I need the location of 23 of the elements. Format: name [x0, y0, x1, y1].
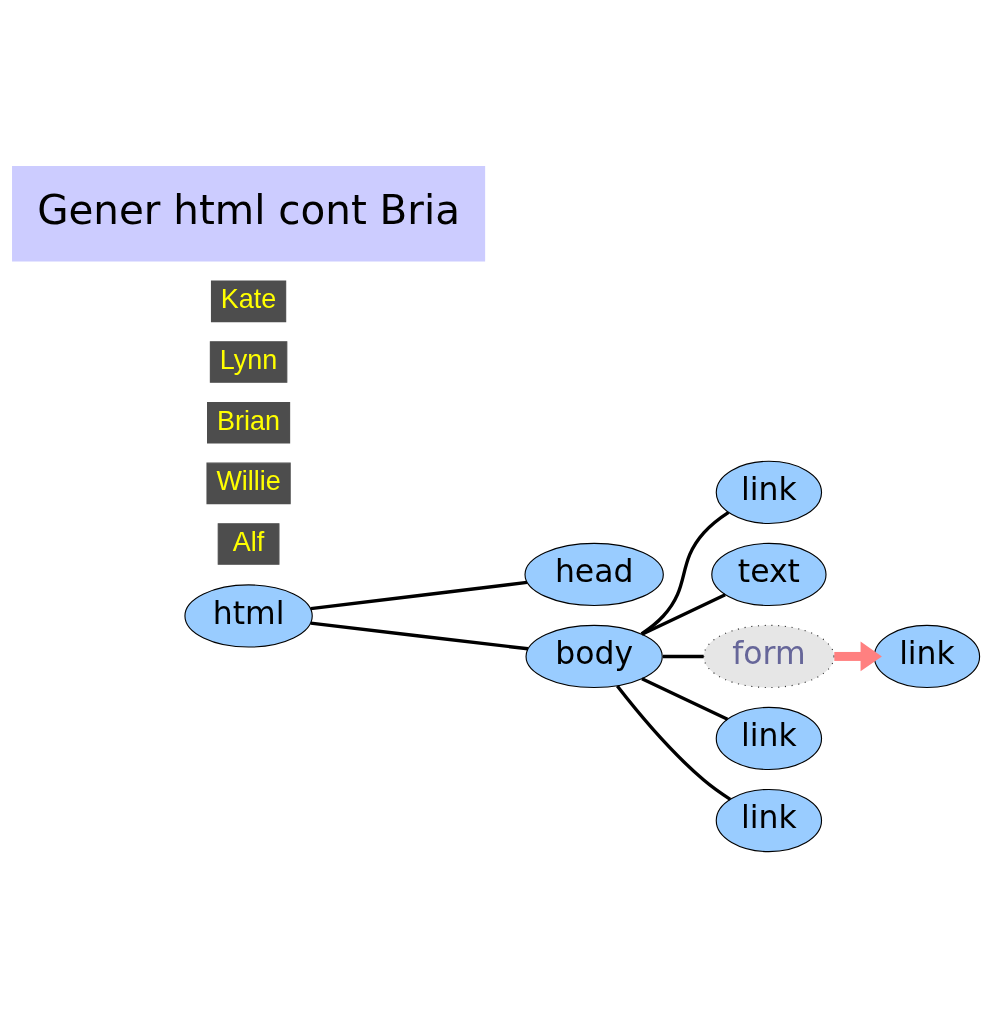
node-ellipse: link [873, 624, 981, 688]
arrow [834, 641, 882, 671]
node-box: Alf [217, 522, 280, 565]
node-ellipse: link [715, 788, 823, 852]
connector [641, 676, 729, 721]
node-box: Willie [206, 462, 291, 504]
connector [640, 510, 730, 635]
connector [662, 654, 704, 658]
node-ellipse: head [524, 542, 664, 606]
connector [615, 684, 732, 801]
node-ellipse: body [525, 624, 663, 688]
node-box: Lynn [209, 340, 288, 383]
node-ellipse: form [703, 624, 835, 688]
node-ellipse: text [711, 542, 827, 606]
connector [310, 621, 529, 650]
node-ellipse: link [715, 460, 823, 524]
node-ellipse: html [184, 583, 313, 648]
connector [641, 592, 726, 636]
node-box: Kate [210, 280, 287, 322]
node-box: Gener html cont Bria [12, 165, 486, 261]
node-box: Brian [207, 401, 291, 443]
node-ellipse: link [715, 706, 823, 770]
connector [310, 580, 528, 610]
